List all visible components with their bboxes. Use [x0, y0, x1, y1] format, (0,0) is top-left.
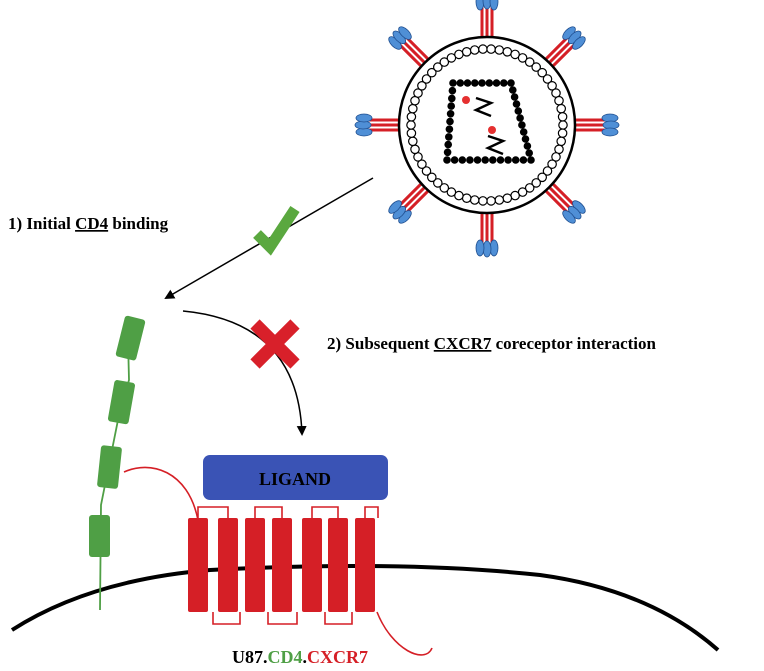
- envelope-spike-8: [388, 26, 431, 69]
- step1-receptor-name: CD4: [75, 214, 109, 233]
- transmembrane-helix-6: [328, 518, 348, 612]
- transmembrane-helix-5: [302, 518, 322, 612]
- transmembrane-helix-7: [355, 518, 375, 612]
- transmembrane-helix-3: [245, 518, 265, 612]
- cell-line-cd4: CD4: [268, 647, 303, 667]
- step2-receptor-name: CXCR7: [434, 334, 492, 353]
- cd4-receptor: [89, 315, 146, 611]
- envelope-spike-7: [354, 113, 401, 137]
- ligand: LIGAND: [203, 455, 388, 500]
- cd4-domain-3: [97, 445, 122, 489]
- check-icon: [253, 205, 300, 256]
- step1-label: 1) Initial CD4 binding: [8, 214, 169, 233]
- capsid: [443, 79, 535, 164]
- envelope-spikes: [354, 0, 620, 258]
- cxcr7-receptor: [123, 466, 433, 656]
- step2-label: 2) Subsequent CXCR7 coreceptor interacti…: [327, 334, 657, 353]
- cell-line-label: U87.CD4.CXCR7: [232, 647, 368, 667]
- transmembrane-helix-2: [218, 518, 238, 612]
- cell-membrane: [10, 564, 720, 652]
- envelope-spike-6: [388, 181, 431, 224]
- envelope-spike-5: [475, 211, 499, 258]
- cd4-domain-1: [115, 315, 146, 361]
- envelope-spike-2: [543, 26, 586, 69]
- virus-envelope: [397, 35, 577, 215]
- cell-line-cxcr7: CXCR7: [307, 647, 368, 667]
- envelope-spike-4: [543, 181, 586, 224]
- ligand-label: LIGAND: [259, 469, 331, 489]
- transmembrane-helix-1: [188, 518, 208, 612]
- transmembrane-helix-4: [272, 518, 292, 612]
- cd4-domain-2: [107, 380, 136, 425]
- cd4-domain-4: [89, 515, 110, 557]
- virus-particle: [354, 0, 620, 258]
- envelope-spike-1: [475, 0, 499, 39]
- envelope-spike-3: [573, 113, 620, 137]
- lipid-bilayer: [406, 44, 568, 206]
- cross-icon: [250, 319, 300, 369]
- viral-rna: [462, 96, 507, 156]
